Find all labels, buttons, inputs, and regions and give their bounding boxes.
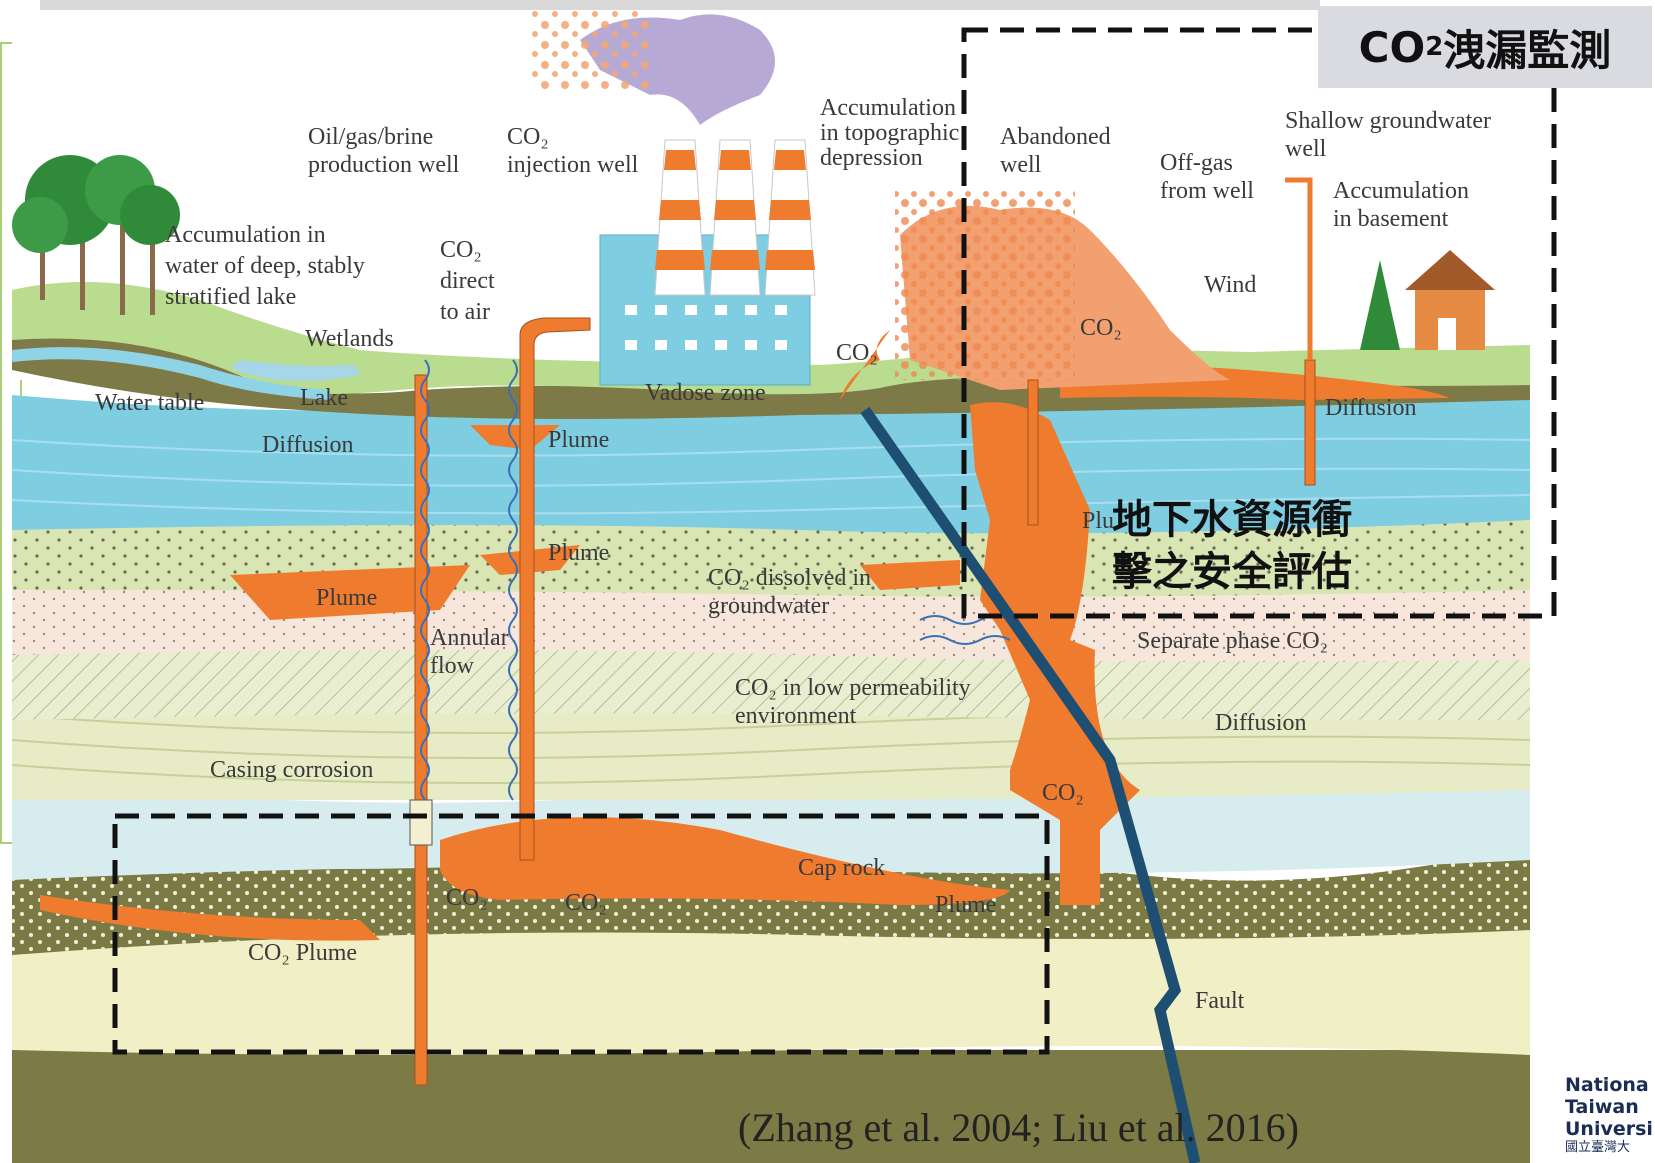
label-co2-b: CO₂ — [565, 890, 607, 916]
plumes — [40, 364, 1450, 941]
label-co2-topographic: CO₂ — [836, 340, 878, 366]
label-plume-5: Plu — [1082, 508, 1115, 534]
label-separate-phase: Separate phase CO₂ — [1137, 628, 1328, 654]
house — [1360, 250, 1495, 350]
label-wind: Wind — [1204, 272, 1257, 298]
top-bar — [40, 0, 1320, 11]
bedrock-layer — [12, 1050, 1530, 1163]
label-plume-1: Plume — [548, 427, 610, 453]
label-diffusion-mid: Diffusion — [1215, 710, 1307, 736]
label-plume-4: Plume — [935, 892, 997, 918]
label-co2-a: CO₂ — [446, 885, 488, 911]
monitoring-zone — [961, 27, 1557, 619]
label-wetlands: Wetlands — [305, 326, 394, 352]
aquifer-layer — [12, 390, 1530, 534]
power-plant — [599, 139, 816, 386]
label-water-table: Water table — [95, 390, 205, 416]
label-co2-cloud: CO₂ — [1080, 315, 1122, 341]
trees — [12, 155, 180, 315]
label-co2-plume: CO₂ Plume — [248, 940, 358, 966]
label-vadose-zone: Vadose zone — [645, 380, 766, 406]
fault-line — [860, 406, 1201, 1163]
lake — [230, 360, 360, 382]
label-casing-corrosion: Casing corrosion — [210, 757, 374, 783]
label-co2-fault: CO₂ — [1042, 780, 1084, 806]
label-diffusion-right: Diffusion — [1325, 395, 1417, 421]
label-lake: Lake — [300, 385, 348, 411]
ntu-logo: Nationa Taiwan Universi 國立臺灣大 — [1565, 1074, 1653, 1155]
citation: (Zhang et al. 2004; Liu et al. 2016) — [738, 1105, 1299, 1150]
label-cap-rock: Cap rock — [798, 855, 886, 881]
label-plume-2: Plume — [548, 540, 610, 566]
label-plume-3: Plume — [316, 585, 378, 611]
label-fault: Fault — [1195, 988, 1245, 1014]
label-diffusion-left: Diffusion — [262, 432, 354, 458]
groundwater-safety-assessment: 地下水資源衝 擊之安全評估 — [1112, 497, 1352, 595]
reservoir-zone — [112, 813, 1050, 1055]
wells — [409, 177, 1316, 1086]
